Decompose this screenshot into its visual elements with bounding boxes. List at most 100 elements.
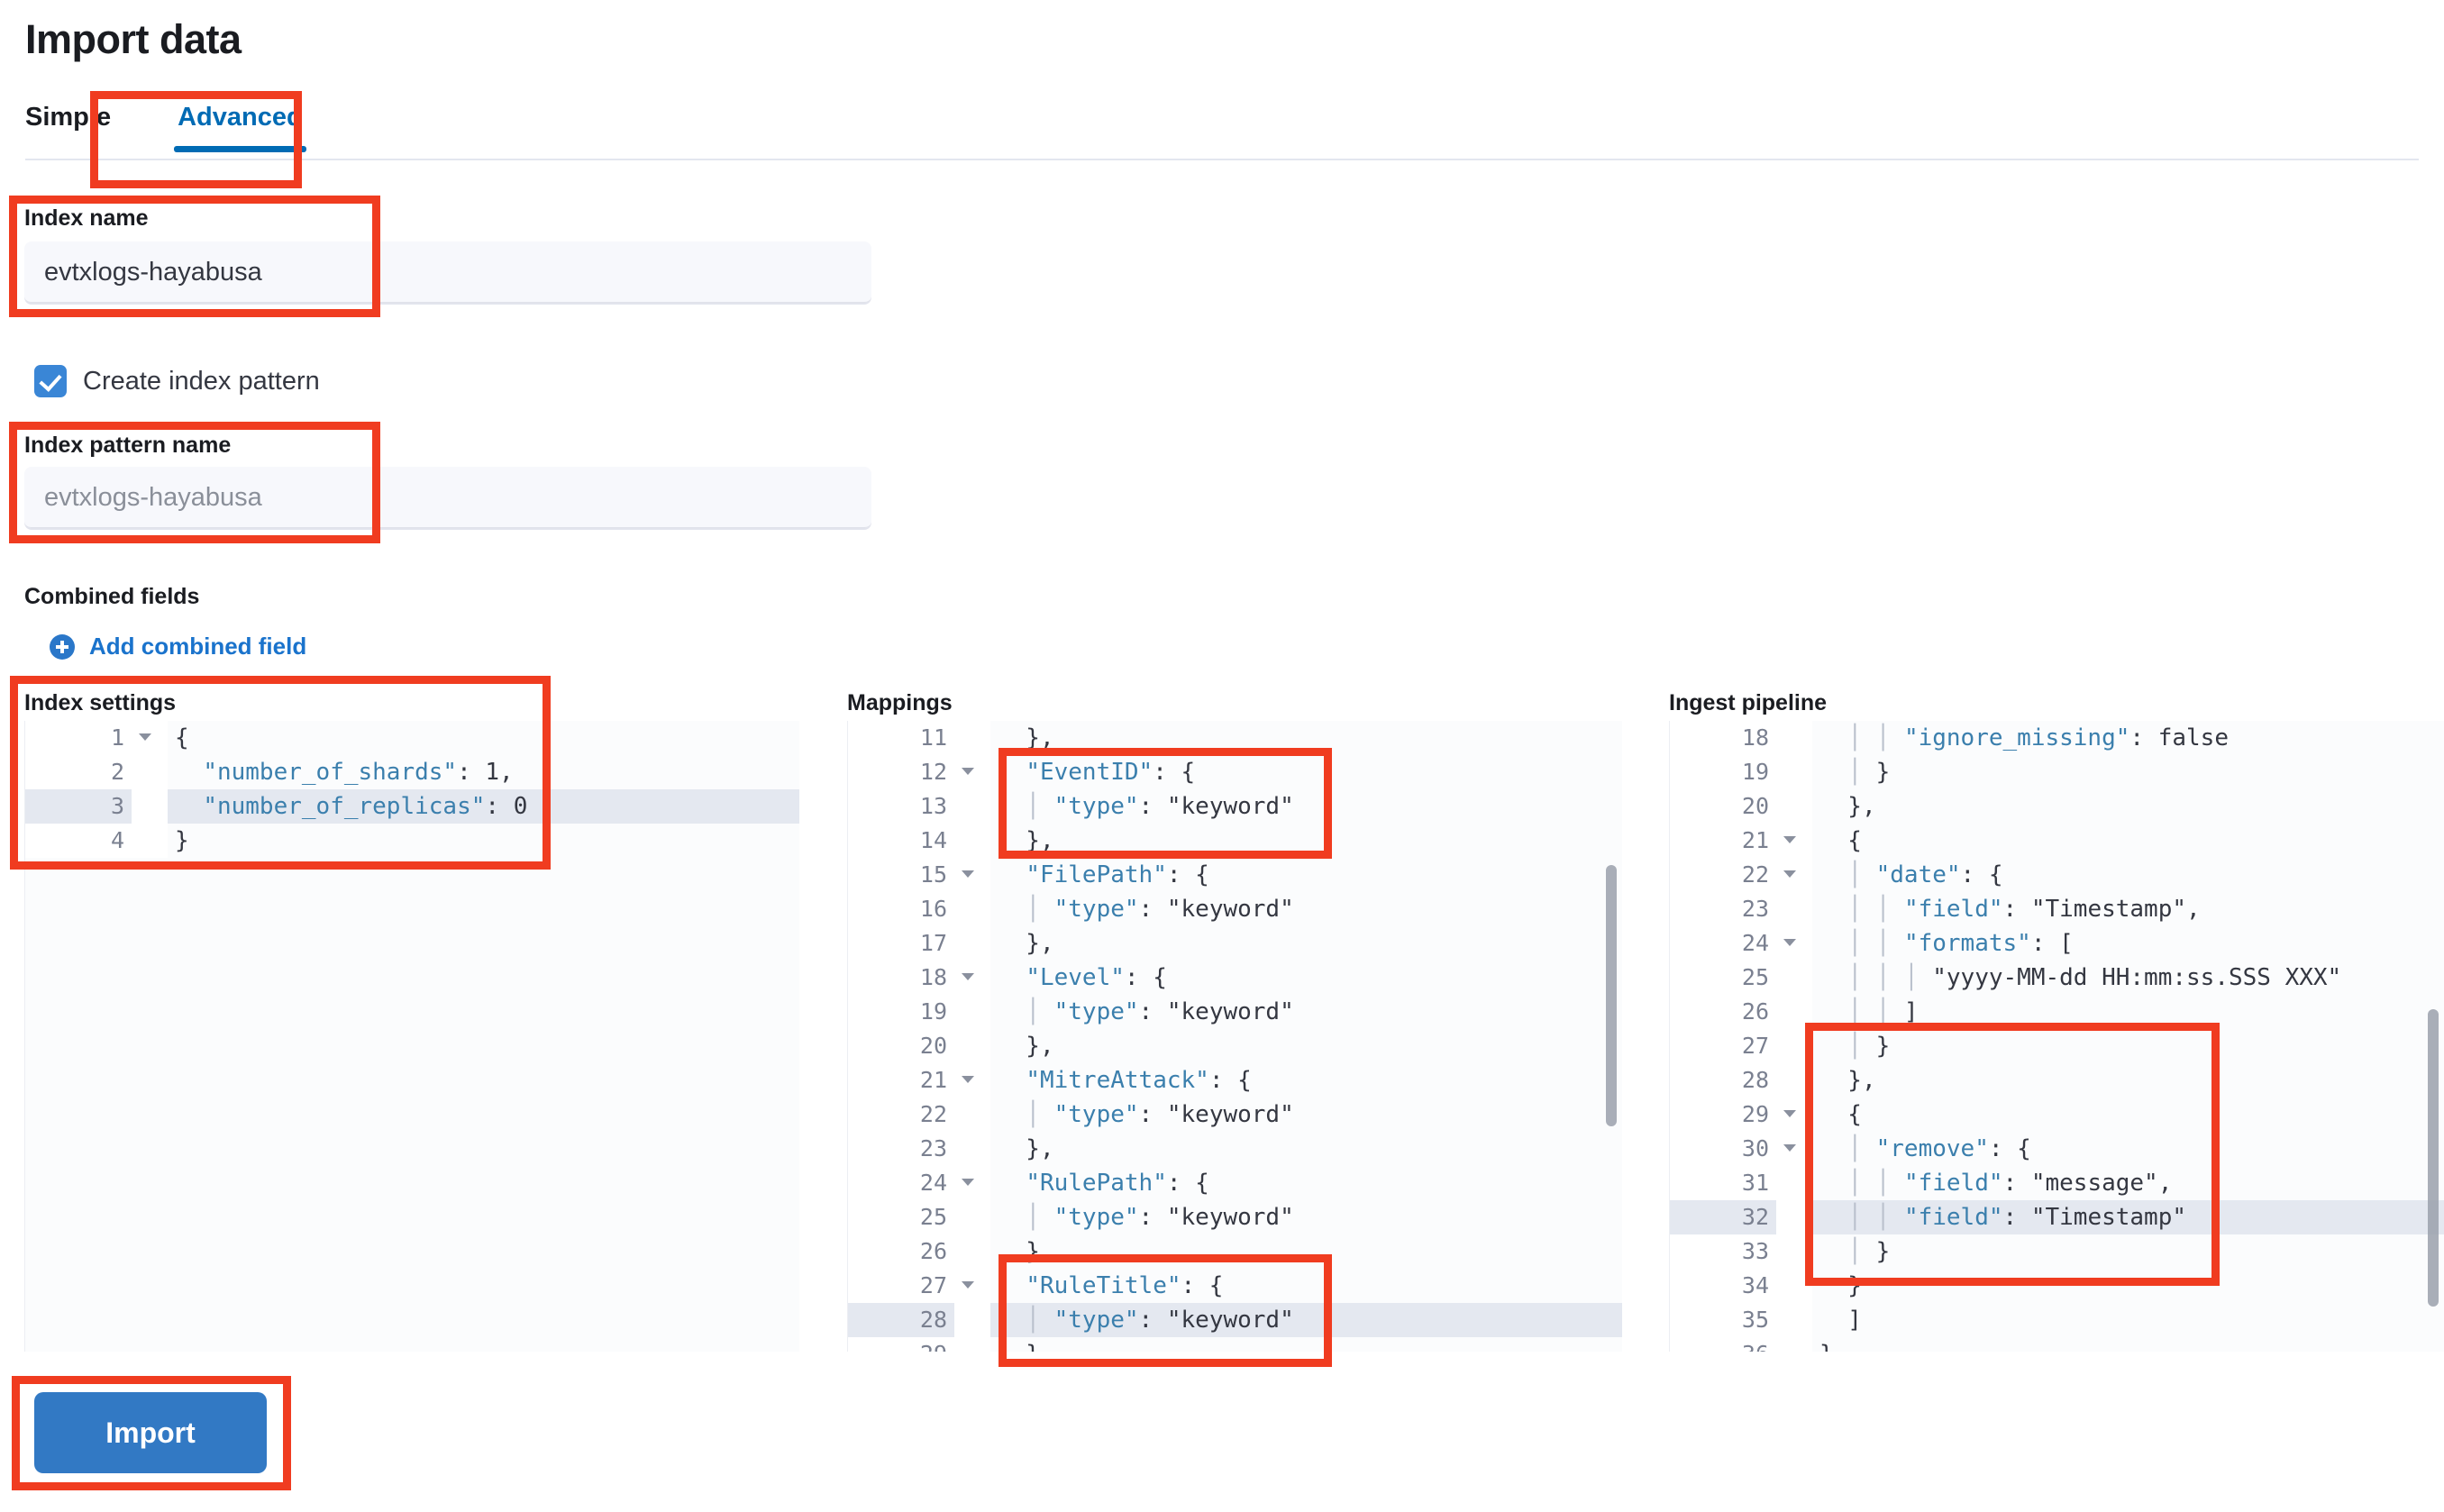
fold-arrow-icon[interactable] bbox=[139, 733, 151, 741]
tab-advanced[interactable]: Advanced bbox=[147, 97, 333, 152]
fold-arrow-icon[interactable] bbox=[1783, 836, 1796, 843]
fold-arrow-icon[interactable] bbox=[962, 870, 974, 878]
code-line[interactable]: 27 "RuleTitle": { bbox=[848, 1269, 1622, 1303]
fold-arrow-icon[interactable] bbox=[962, 1179, 974, 1186]
code-line[interactable]: 35 ] bbox=[1670, 1303, 2444, 1337]
code-line[interactable]: 28 │ "type": "keyword" bbox=[848, 1303, 1622, 1337]
code-line[interactable]: 21 "MitreAttack": { bbox=[848, 1063, 1622, 1098]
line-number: 26 bbox=[848, 1234, 954, 1269]
code-line[interactable]: 18 │ │ "ignore_missing": false bbox=[1670, 721, 2444, 755]
fold-arrow-icon[interactable] bbox=[962, 1281, 974, 1289]
add-combined-field-button[interactable]: Add combined field bbox=[50, 633, 306, 660]
code-line[interactable]: 16 │ "type": "keyword" bbox=[848, 892, 1622, 926]
code-text: "number_of_replicas": 0 bbox=[203, 793, 528, 820]
code-line[interactable]: 24 "RulePath": { bbox=[848, 1166, 1622, 1200]
line-number: 19 bbox=[1670, 755, 1776, 789]
code-line[interactable]: 24 │ │ "formats": [ bbox=[1670, 926, 2444, 961]
fold-arrow-icon[interactable] bbox=[1783, 870, 1796, 878]
checkmark-icon bbox=[34, 365, 67, 397]
fold-arrow-icon[interactable] bbox=[1783, 1144, 1796, 1152]
line-number: 1 bbox=[25, 721, 151, 755]
index-name-input[interactable] bbox=[24, 241, 871, 305]
code-line[interactable]: 2 "number_of_shards": 1, bbox=[25, 755, 799, 789]
code-text: │ "remove": { bbox=[1847, 1135, 2031, 1162]
create-index-pattern-checkbox[interactable]: Create index pattern bbox=[34, 365, 320, 397]
code-line[interactable]: 29 }, bbox=[848, 1337, 1622, 1352]
code-text: }, bbox=[998, 827, 1054, 854]
code-text: │ "type": "keyword" bbox=[1026, 998, 1294, 1025]
code-text: { bbox=[1819, 1101, 1862, 1128]
code-line[interactable]: 1{ bbox=[25, 721, 799, 755]
code-text: "RulePath": { bbox=[1026, 1170, 1209, 1197]
code-text: │ "type": "keyword" bbox=[1026, 793, 1294, 820]
gutter-spacer bbox=[132, 755, 168, 789]
code-line[interactable]: 18 "Level": { bbox=[848, 961, 1622, 995]
index-pattern-name-input[interactable] bbox=[24, 467, 871, 530]
fold-arrow-icon[interactable] bbox=[1783, 1110, 1796, 1117]
code-line[interactable]: 29 { bbox=[1670, 1098, 2444, 1132]
code-line[interactable]: 11 }, bbox=[848, 721, 1622, 755]
fold-arrow-icon[interactable] bbox=[962, 1076, 974, 1083]
code-text: "MitreAttack": { bbox=[1026, 1067, 1252, 1094]
code-line[interactable]: 23 │ │ "field": "Timestamp", bbox=[1670, 892, 2444, 926]
line-number: 29 bbox=[848, 1337, 954, 1352]
code-line[interactable]: 36} bbox=[1670, 1337, 2444, 1352]
gutter-spacer bbox=[1776, 1166, 1812, 1200]
gutter-spacer bbox=[1776, 995, 1812, 1029]
code-line[interactable]: 20 }, bbox=[848, 1029, 1622, 1063]
code-text: │ "type": "keyword" bbox=[1026, 1204, 1294, 1231]
code-text: { bbox=[175, 724, 189, 751]
code-line[interactable]: 34 } bbox=[1670, 1269, 2444, 1303]
code-line[interactable]: 12 "EventID": { bbox=[848, 755, 1622, 789]
mappings-scrollbar[interactable] bbox=[1606, 865, 1617, 1126]
gutter-spacer bbox=[1776, 1234, 1812, 1269]
code-line[interactable]: 3 "number_of_replicas": 0 bbox=[25, 789, 799, 824]
line-number: 4 bbox=[25, 824, 132, 858]
code-line[interactable]: 28 }, bbox=[1670, 1063, 2444, 1098]
code-line[interactable]: 17 }, bbox=[848, 926, 1622, 961]
code-line[interactable]: 32 │ │ "field": "Timestamp" bbox=[1670, 1200, 2444, 1234]
code-text: } bbox=[1812, 1337, 1834, 1352]
mappings-editor[interactable]: 11 },12 "EventID": {13 │ "type": "keywor… bbox=[847, 721, 1622, 1352]
code-line[interactable]: 15 "FilePath": { bbox=[848, 858, 1622, 892]
code-text: │ "type": "keyword" bbox=[1026, 896, 1294, 923]
code-line[interactable]: 4} bbox=[25, 824, 799, 858]
code-text: } bbox=[1819, 1272, 1862, 1299]
line-number: 11 bbox=[848, 721, 954, 755]
code-line[interactable]: 13 │ "type": "keyword" bbox=[848, 789, 1622, 824]
code-line[interactable]: 22 │ "type": "keyword" bbox=[848, 1098, 1622, 1132]
code-line[interactable]: 30 │ "remove": { bbox=[1670, 1132, 2444, 1166]
code-line[interactable]: 33 │ } bbox=[1670, 1234, 2444, 1269]
index-settings-editor[interactable]: 1{2 "number_of_shards": 1,3 "number_of_r… bbox=[24, 721, 799, 1352]
fold-arrow-icon[interactable] bbox=[962, 973, 974, 980]
code-line[interactable]: 31 │ │ "field": "message", bbox=[1670, 1166, 2444, 1200]
code-line[interactable]: 26 }, bbox=[848, 1234, 1622, 1269]
line-number: 13 bbox=[848, 789, 954, 824]
code-line[interactable]: 22 │ "date": { bbox=[1670, 858, 2444, 892]
code-line[interactable]: 25 │ │ │ "yyyy-MM-dd HH:mm:ss.SSS XXX" bbox=[1670, 961, 2444, 995]
gutter-spacer bbox=[954, 721, 990, 755]
fold-arrow-icon[interactable] bbox=[962, 768, 974, 775]
index-pattern-name-label: Index pattern name bbox=[24, 433, 232, 458]
gutter-spacer bbox=[954, 926, 990, 961]
ingest-pipeline-scrollbar[interactable] bbox=[2428, 1009, 2439, 1307]
code-line[interactable]: 19 │ } bbox=[1670, 755, 2444, 789]
line-number: 18 bbox=[848, 961, 974, 995]
line-number: 22 bbox=[848, 1098, 954, 1132]
tab-simple[interactable]: Simple bbox=[25, 103, 112, 132]
code-line[interactable]: 20 }, bbox=[1670, 789, 2444, 824]
code-line[interactable]: 23 }, bbox=[848, 1132, 1622, 1166]
line-number: 21 bbox=[1670, 824, 1796, 858]
fold-arrow-icon[interactable] bbox=[1783, 939, 1796, 946]
import-button[interactable]: Import bbox=[34, 1392, 267, 1473]
code-line[interactable]: 14 }, bbox=[848, 824, 1622, 858]
line-number: 23 bbox=[848, 1132, 954, 1166]
code-line[interactable]: 21 { bbox=[1670, 824, 2444, 858]
create-index-pattern-label: Create index pattern bbox=[83, 366, 320, 396]
code-line[interactable]: 26 │ │ ] bbox=[1670, 995, 2444, 1029]
code-line[interactable]: 27 │ } bbox=[1670, 1029, 2444, 1063]
code-line[interactable]: 25 │ "type": "keyword" bbox=[848, 1200, 1622, 1234]
code-line[interactable]: 19 │ "type": "keyword" bbox=[848, 995, 1622, 1029]
gutter-spacer bbox=[1776, 1303, 1812, 1337]
